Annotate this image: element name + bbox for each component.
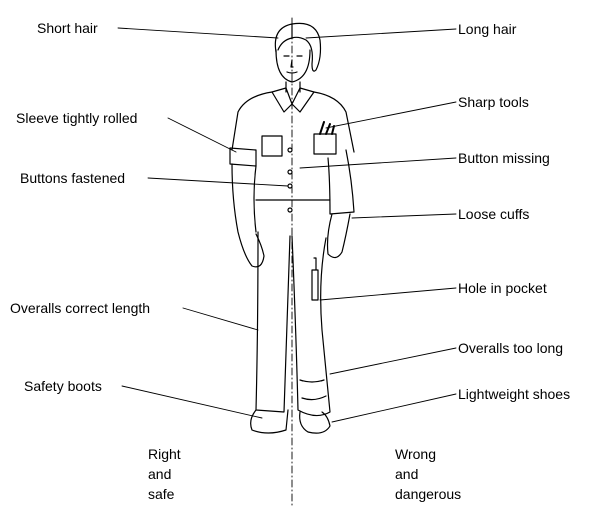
leader-lines (118, 28, 456, 422)
label-hole-in-pocket: Hole in pocket (458, 280, 547, 296)
left-forearm (232, 164, 264, 267)
caption-wrong-and-dangerous: Wrong and dangerous (395, 444, 461, 504)
caption-line: dangerous (395, 484, 461, 504)
hole-in-pocket (312, 258, 318, 300)
left-leg (256, 232, 290, 412)
label-short-hair: Short hair (37, 20, 98, 36)
overalls-too-long-folds (300, 380, 326, 400)
caption-line: and (148, 464, 181, 484)
caption-line: Wrong (395, 444, 461, 464)
caption-line: safe (148, 484, 181, 504)
left-pocket (262, 136, 282, 156)
loose-cuff (328, 150, 354, 214)
safety-boot (251, 410, 288, 433)
label-loose-cuffs: Loose cuffs (458, 206, 529, 222)
caption-line: and (395, 464, 461, 484)
label-button-missing: Button missing (458, 150, 550, 166)
right-pocket (314, 134, 336, 154)
button (288, 148, 292, 152)
head (276, 50, 310, 82)
label-overalls-too-long: Overalls too long (458, 340, 563, 356)
caption-right-and-safe: Right and safe (148, 444, 181, 504)
right-hand (328, 214, 351, 258)
button (288, 184, 292, 188)
label-sharp-tools: Sharp tools (458, 94, 529, 110)
label-buttons-fastened: Buttons fastened (20, 170, 125, 186)
button (288, 208, 292, 212)
label-safety-boots: Safety boots (24, 378, 102, 394)
label-sleeve-tightly-rolled: Sleeve tightly rolled (16, 110, 137, 126)
label-long-hair: Long hair (458, 21, 516, 37)
label-overalls-correct-length: Overalls correct length (10, 300, 150, 316)
label-lightweight-shoes: Lightweight shoes (458, 386, 570, 402)
right-leg (292, 236, 330, 416)
caption-line: Right (148, 444, 181, 464)
collar (272, 88, 314, 112)
button (288, 170, 292, 174)
long-hair (292, 23, 321, 71)
